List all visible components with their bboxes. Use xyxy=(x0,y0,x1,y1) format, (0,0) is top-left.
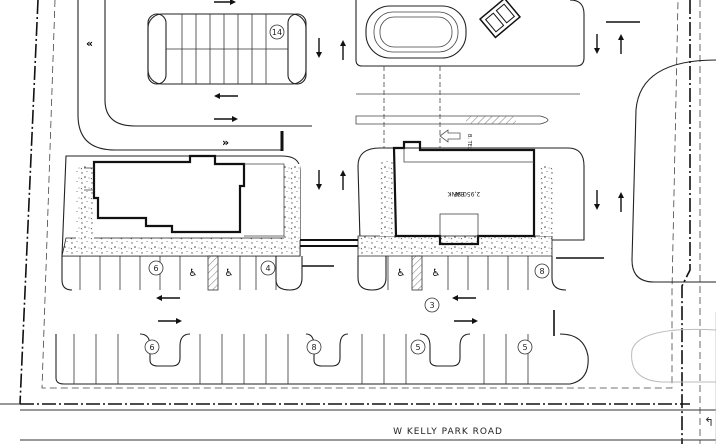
arrow-down-icon xyxy=(594,34,600,54)
stall-count: 6 xyxy=(149,343,154,352)
arrow-right-icon xyxy=(214,116,238,122)
upper-parking-row: ♿ ♿ ♿ ♿ 6 4 8 3 xyxy=(61,255,567,313)
arrow-right-icon xyxy=(454,318,478,324)
road-label: W KELLY PARK ROAD xyxy=(393,427,503,437)
building-west-footprint xyxy=(92,154,246,234)
stall-count: 6 xyxy=(153,264,158,273)
svg-text:♿: ♿ xyxy=(225,268,234,279)
stall-count-north: 14 xyxy=(272,28,282,37)
walkway xyxy=(300,239,358,247)
north-parking-area: 14 « » xyxy=(77,0,312,151)
stall-count: 8 xyxy=(311,343,316,352)
stall-count: 5 xyxy=(522,343,527,352)
chevron-right-icon: » xyxy=(222,136,229,149)
property-boundary xyxy=(19,0,701,444)
southeast-landscape: ↰ xyxy=(631,312,716,444)
bank-building-pad: BANK 2,950 SF xyxy=(302,140,604,267)
svg-text:♿: ♿ xyxy=(397,268,406,279)
arrow-down-icon xyxy=(316,38,322,58)
drive-thru-label: B. TEL xyxy=(466,134,472,150)
stall-count: 8 xyxy=(539,267,544,276)
bank-label: BANK xyxy=(447,190,465,197)
building-west-pad xyxy=(61,154,301,257)
arrow-left-icon xyxy=(156,295,180,301)
arrow-down-icon xyxy=(594,190,600,210)
bank-area-label: 2,950 SF xyxy=(453,190,480,197)
east-drive xyxy=(631,59,716,283)
road: W KELLY PARK ROAD xyxy=(0,403,716,441)
arrow-right-icon xyxy=(214,0,236,5)
north-east-structures: B. TEL xyxy=(355,0,640,150)
arrow-left-icon xyxy=(214,93,238,99)
traffic-arrows xyxy=(156,0,624,324)
arrow-up-icon xyxy=(340,170,346,190)
stall-count: 3 xyxy=(429,301,434,310)
drive-thru-marking: B. TEL xyxy=(439,129,472,150)
svg-text:♿: ♿ xyxy=(189,268,198,279)
svg-text:♿: ♿ xyxy=(432,268,441,279)
chevron-left-icon: « xyxy=(86,37,93,50)
arrow-up-icon xyxy=(618,192,624,212)
arrow-right-icon xyxy=(158,318,182,324)
arrow-left-icon xyxy=(452,295,476,301)
arrow-up-icon xyxy=(618,34,624,54)
arrow-down-icon xyxy=(316,170,322,190)
arrow-up-icon xyxy=(340,40,346,60)
stall-count: 4 xyxy=(265,264,270,273)
stall-count: 5 xyxy=(415,343,420,352)
lower-parking-row: 6 8 5 5 xyxy=(55,310,589,385)
turn-arrow-icon: ↰ xyxy=(704,415,714,429)
accessible-stall-icon: ♿ ♿ ♿ ♿ xyxy=(189,268,441,279)
